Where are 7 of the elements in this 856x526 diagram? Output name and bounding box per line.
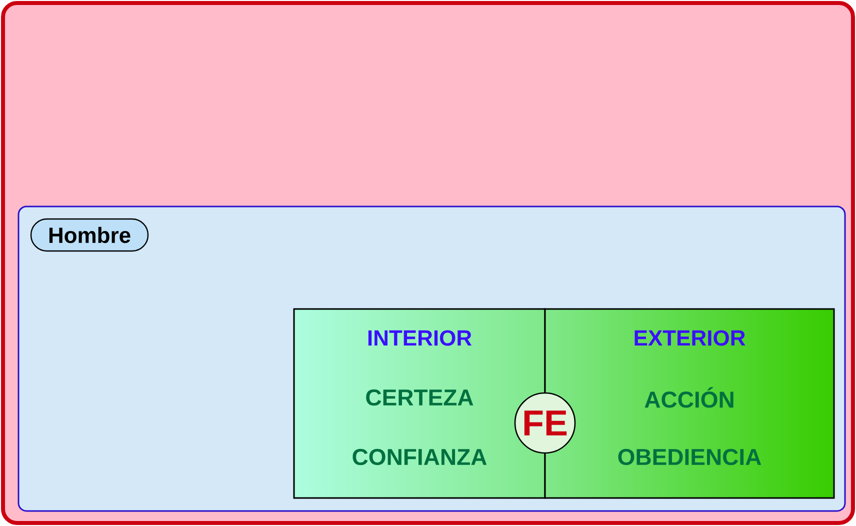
- column-heading: INTERIOR: [368, 330, 472, 346]
- term-label: CERTEZA: [366, 389, 474, 406]
- term-label: CONFIANZA: [352, 448, 487, 466]
- term-label: ACCIÓN: [644, 387, 734, 408]
- column-heading: EXTERIOR: [634, 330, 746, 346]
- pill-label: Hombre: [30, 218, 149, 252]
- term-label: OBEDIENCIA: [618, 448, 762, 466]
